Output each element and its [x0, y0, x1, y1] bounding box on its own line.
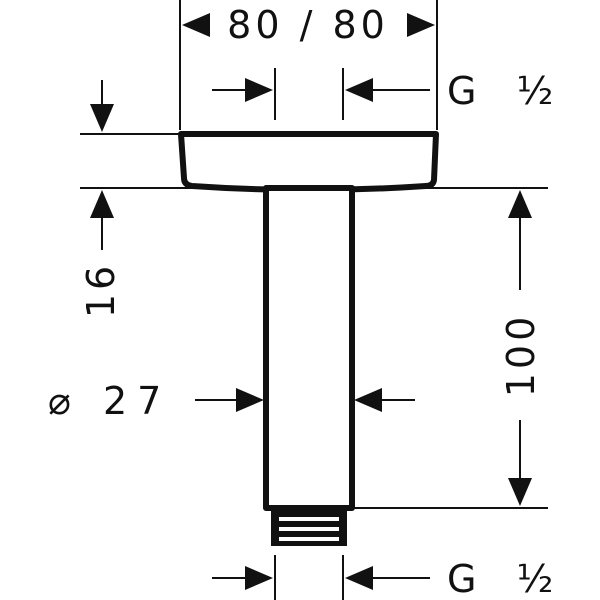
width-dimension: 80 / 80 [182, 3, 435, 47]
arrow-left-icon [354, 388, 382, 412]
diameter-label: ⌀ 27 [48, 379, 171, 423]
arrow-right-icon [407, 13, 435, 37]
thread-bottom-label: G ½ [447, 557, 567, 600]
width-label: 80 / 80 [227, 3, 389, 47]
thread-top-label: G ½ [447, 69, 567, 113]
arrow-down-icon [508, 478, 532, 506]
thread-bottom-dimension: G ½ [212, 557, 567, 600]
arrow-left-icon [345, 566, 373, 590]
arrow-left-icon [345, 78, 373, 102]
diameter-dimension: ⌀ 27 [48, 379, 415, 423]
arrow-left-icon [182, 13, 210, 37]
flange-height-label: 16 [79, 262, 123, 318]
thread-top-dimension: G ½ [212, 69, 567, 113]
flange-height-dimension: 16 [79, 80, 123, 318]
arrow-right-icon [245, 566, 273, 590]
thread-connector [271, 506, 347, 546]
arrow-up-icon [508, 190, 532, 218]
length-dimension: 100 [499, 190, 543, 506]
length-label: 100 [499, 313, 543, 398]
arrow-down-icon [90, 104, 114, 132]
arrow-right-icon [236, 388, 264, 412]
arrow-right-icon [245, 78, 273, 102]
arrow-up-icon [90, 190, 114, 218]
ceiling-flange [178, 131, 439, 193]
pipe [263, 185, 355, 511]
